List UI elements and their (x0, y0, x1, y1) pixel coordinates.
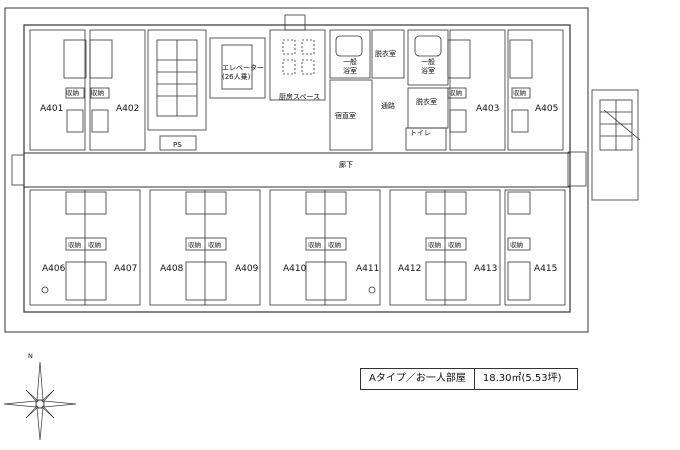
room-label-a402: A402 (116, 104, 139, 114)
east-exit-door (567, 151, 587, 187)
room-label-a409: A409 (235, 264, 259, 274)
storage-label-a412: 収納 (428, 240, 441, 249)
storage-label-a402: 収納 (91, 88, 104, 97)
kitchen-block (269, 29, 326, 101)
room-label-a408: A408 (160, 264, 184, 274)
toilet-label: トイレ (410, 129, 431, 137)
room-label-a406: A406 (42, 264, 66, 274)
bath-east-label: 一般 (421, 57, 435, 66)
elevator-label: エレベーター (222, 63, 264, 72)
storage-label-a415: 収納 (510, 240, 523, 249)
west-exit-door (11, 154, 25, 186)
roof-vent (284, 14, 306, 31)
storage-label-a408: 収納 (188, 240, 201, 249)
ps-label: PS (173, 141, 182, 149)
night-duty-block (329, 79, 373, 151)
dressing-west-label: 脱衣室 (375, 49, 396, 58)
building-outline (4, 7, 589, 333)
bath-west-label-2: 浴室 (343, 66, 357, 75)
room-label-a413: A413 (474, 264, 497, 274)
bath-west-block (329, 29, 405, 79)
bath-west-label: 一般 (343, 57, 357, 66)
stair-east (591, 89, 641, 201)
storage-label-a409: 収納 (208, 240, 221, 249)
kitchen-label: 厨房スペース (279, 92, 320, 101)
north-room-block-east (447, 29, 564, 151)
storage-label-a413: 収納 (448, 240, 461, 249)
ps-shaft (159, 135, 197, 151)
elevator-capacity-label: (26人乗) (222, 72, 251, 81)
storage-label-a407: 収納 (88, 240, 101, 249)
room-area-label: 18.30㎡(5.53坪) (482, 373, 562, 384)
storage-label-a406: 収納 (68, 240, 81, 249)
north-room-block-west (29, 29, 146, 151)
room-label-a403: A403 (476, 104, 499, 114)
storage-label-a403: 収納 (449, 88, 462, 97)
room-label-a401: A401 (40, 104, 63, 114)
corridor-label: 廊下 (339, 160, 353, 169)
room-label-a407: A407 (114, 264, 137, 274)
compass-rose: N (3, 352, 77, 441)
night-duty-label: 宿直室 (335, 111, 356, 120)
room-label-a415: A415 (534, 264, 557, 274)
legend-divider (473, 369, 475, 389)
south-rooms-block (29, 189, 566, 306)
passage-label: 通路 (381, 101, 395, 110)
north-label: N (28, 352, 33, 360)
legend-box: Aタイプ／お一人部屋 18.30㎡(5.53坪) (360, 368, 578, 390)
room-label-a405: A405 (535, 104, 558, 114)
room-label-a412: A412 (398, 264, 421, 274)
storage-label-a401: 収納 (66, 88, 79, 97)
dressing-east-label: 脱衣室 (416, 97, 437, 106)
storage-label-a411: 収納 (328, 240, 341, 249)
storage-label-a410: 収納 (308, 240, 321, 249)
room-label-a411: A411 (356, 264, 379, 274)
storage-label-a405: 収納 (513, 88, 526, 97)
bath-east-label-2: 浴室 (421, 66, 435, 75)
stair-west (147, 29, 207, 131)
room-type-label: Aタイプ／お一人部屋 (369, 373, 466, 384)
room-label-a410: A410 (283, 264, 307, 274)
elevator-block (209, 37, 266, 99)
